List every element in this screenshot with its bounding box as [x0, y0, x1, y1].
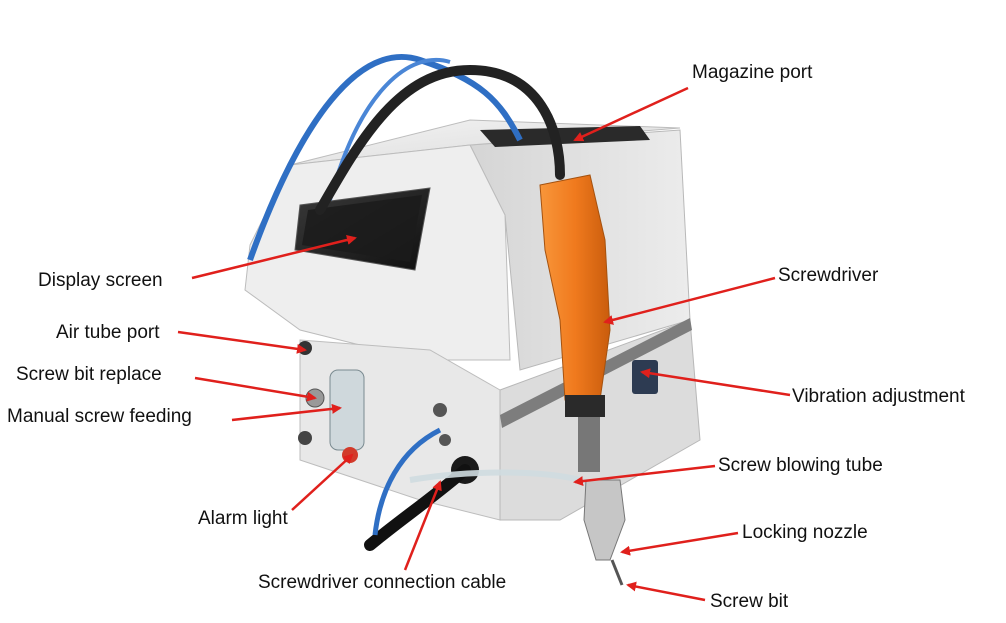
label-screwdriver: Screwdriver	[778, 265, 879, 286]
label-magazine-port: Magazine port	[692, 62, 813, 83]
screwdriver-collar	[565, 395, 605, 417]
connector-port-2	[433, 403, 447, 417]
arrow-screwdriver-connection-cable	[403, 480, 442, 571]
label-screwdriver-connection-cable: Screwdriver connection cable	[258, 572, 507, 593]
arrow-screwdriver	[603, 276, 776, 325]
magazine-port-opening	[480, 126, 650, 147]
air-hose-blue-2	[328, 58, 451, 201]
arrow-screw-bit	[626, 581, 706, 602]
label-screw-bit: Screw bit	[710, 591, 789, 612]
locking-nozzle-body	[583, 479, 626, 561]
display-glass	[302, 195, 422, 262]
label-alarm-light: Alarm light	[198, 508, 288, 529]
screwdriver-shaft	[578, 417, 600, 472]
label-screw-bit-replace: Screw bit replace	[16, 364, 162, 385]
arrow-alarm-light	[291, 453, 354, 511]
label-locking-nozzle: Locking nozzle	[742, 522, 868, 543]
blue-hose-lower	[372, 427, 442, 536]
label-vibration-adjustment: Vibration adjustment	[792, 386, 965, 407]
label-air-tube-port: Air tube port	[56, 322, 160, 343]
connection-cable	[364, 464, 471, 551]
arrow-display-screen	[191, 235, 357, 280]
connector-port-3	[439, 434, 451, 446]
arrow-locking-nozzle	[620, 531, 739, 556]
arrow-manual-screw-feeding	[231, 403, 342, 422]
arrow-air-tube-port	[177, 330, 307, 354]
arrow-vibration-adjustment	[640, 368, 791, 397]
air-hose-blue	[247, 53, 523, 262]
screwdriver-power-cable	[315, 64, 565, 215]
label-screw-blowing-tube: Screw blowing tube	[718, 455, 883, 476]
connector-port	[298, 431, 312, 445]
label-display-screen: Display screen	[38, 270, 163, 291]
label-manual-screw-feeding: Manual screw feeding	[7, 406, 192, 427]
arrow-magazine-port	[573, 86, 689, 142]
arrow-screw-bit-replace	[194, 376, 317, 402]
arrow-screw-blowing-tube	[573, 464, 716, 487]
screw-bit-tip	[610, 559, 624, 586]
